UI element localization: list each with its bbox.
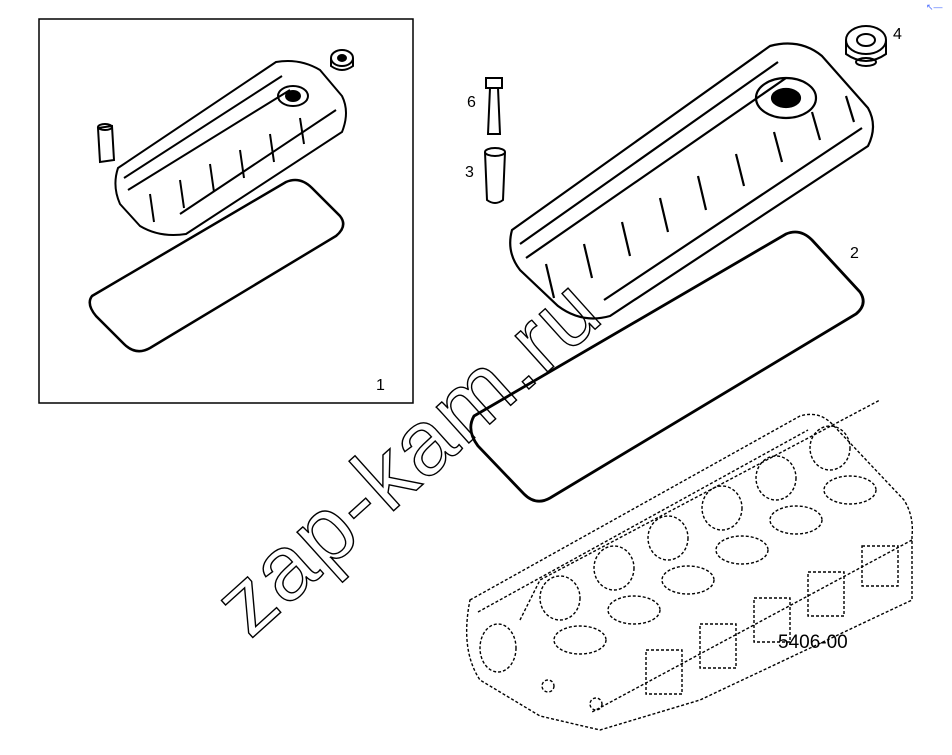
corner-mark: ↖— <box>926 2 943 12</box>
inset-oil-cap <box>330 49 354 71</box>
valve-cover-gasket-part-2 <box>469 230 865 503</box>
callout-4: 4 <box>893 26 902 43</box>
cylinder-head <box>466 399 914 731</box>
drawing-code: 5406-00 <box>778 632 848 653</box>
callout-6: 6 <box>467 94 476 111</box>
valve-cover <box>509 42 875 320</box>
callout-2: 2 <box>850 245 859 262</box>
stud-part-6 <box>485 77 503 135</box>
kit-inset-frame <box>38 18 414 404</box>
inset-valve-cover <box>114 60 347 236</box>
callout-3: 3 <box>465 164 474 181</box>
inset-gasket <box>88 178 345 353</box>
sleeve-part-3 <box>484 147 506 204</box>
inset-sleeve <box>96 123 116 164</box>
oil-cap-part-4 <box>845 25 887 67</box>
watermark-text: zap-kam.ru <box>195 258 620 655</box>
callout-1: 1 <box>376 377 385 394</box>
